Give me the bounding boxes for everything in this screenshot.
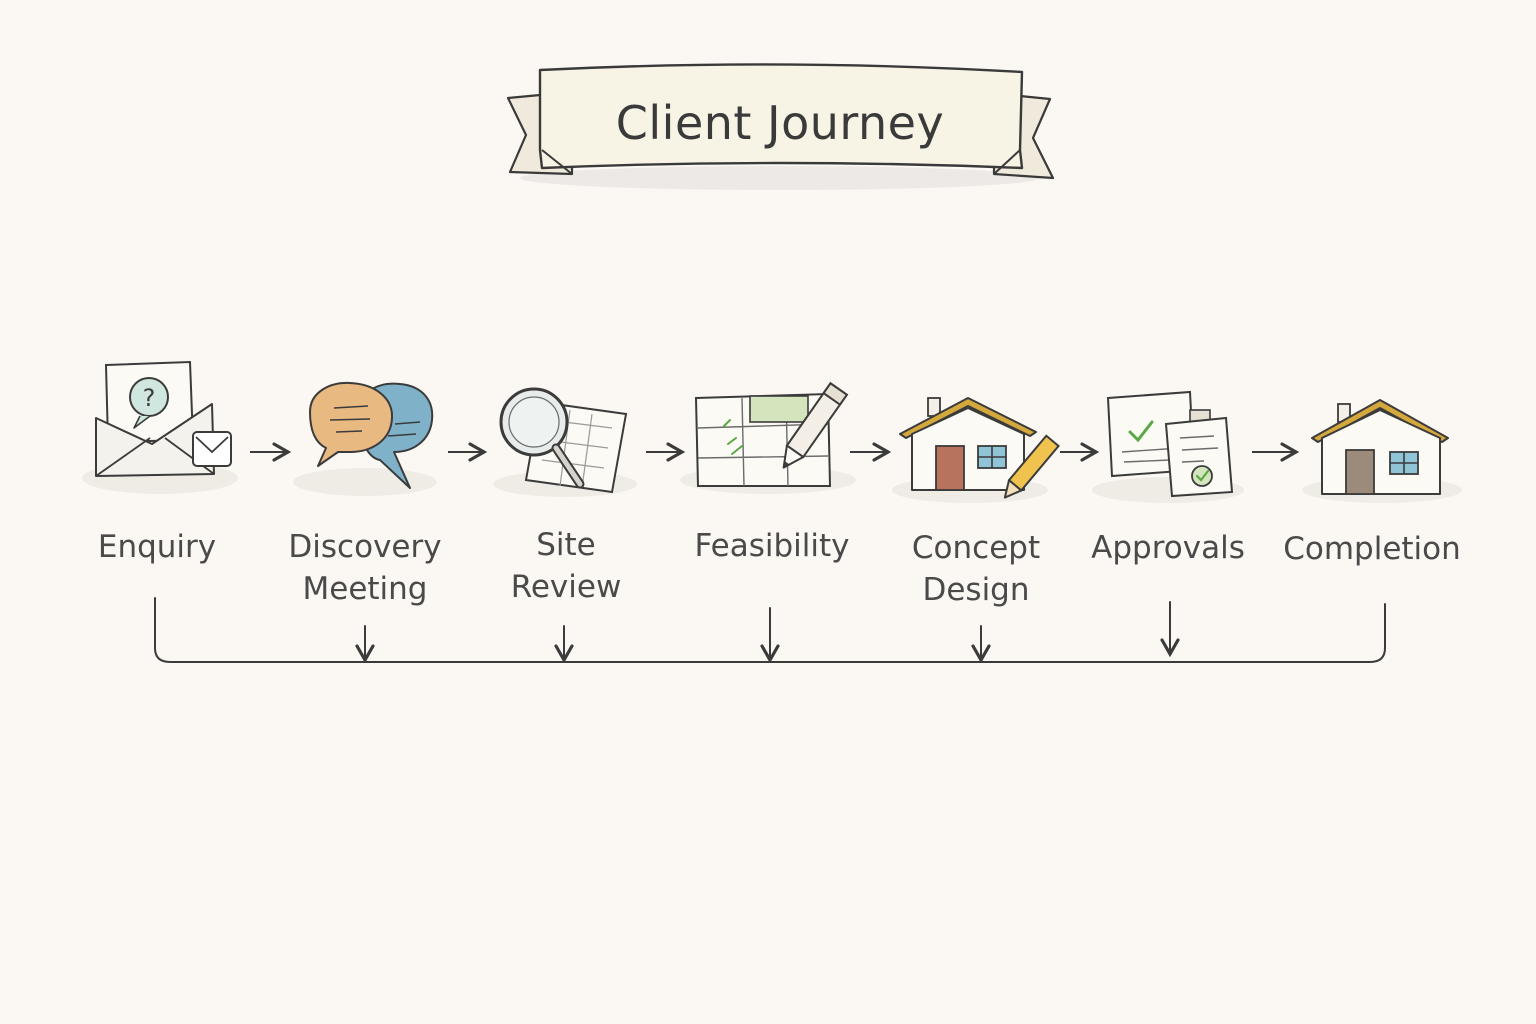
house-icon <box>1302 399 1462 503</box>
timeline-bracket <box>154 597 1386 664</box>
diagram-title: Client Journey <box>615 96 945 150</box>
step-label-completion: Completion <box>1283 531 1461 567</box>
step-label-site-review: Site Review <box>510 527 622 605</box>
approved-documents-icon <box>1092 390 1244 503</box>
step-label-approvals: Approvals <box>1091 530 1245 566</box>
step-label-concept-design: Concept Design <box>911 530 1041 608</box>
step-label-enquiry: Enquiry <box>97 529 217 565</box>
speech-bubbles-icon <box>293 381 437 496</box>
step-label-feasibility: Feasibility <box>694 528 850 564</box>
house-pencil-icon <box>892 397 1060 503</box>
step-label-discovery-meeting: Discovery Meeting <box>288 529 442 607</box>
envelope-question-icon: ? <box>82 360 238 494</box>
magnifier-plan-icon <box>493 387 637 497</box>
plan-pencil-icon <box>680 381 856 494</box>
svg-text:?: ? <box>143 384 156 412</box>
